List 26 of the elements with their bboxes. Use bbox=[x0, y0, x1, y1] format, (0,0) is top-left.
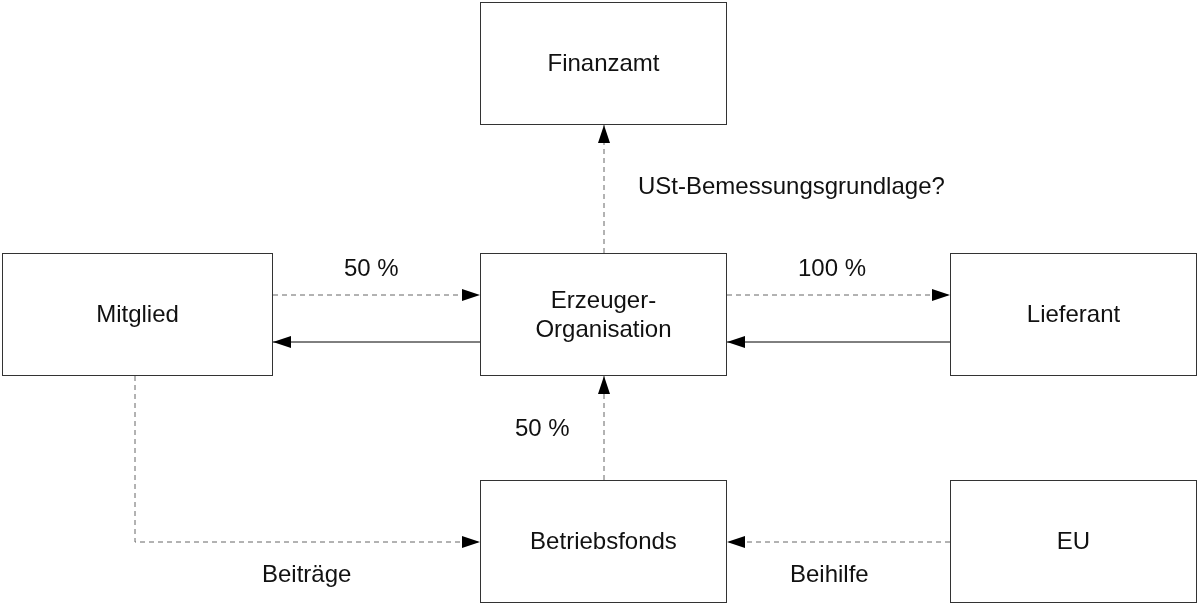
arrow bbox=[726, 289, 951, 301]
edge-label: 50 % bbox=[515, 414, 570, 442]
box-label: EU bbox=[1056, 527, 1091, 556]
box-label: Mitglied bbox=[96, 300, 179, 329]
edge-label: 50 % bbox=[344, 254, 399, 282]
process-box bbox=[950, 253, 1197, 376]
edge-label: Beiträge bbox=[262, 560, 352, 588]
edge-label: 100 % bbox=[798, 254, 867, 282]
edge-label: USt-Bemessungsgrundlage? bbox=[638, 172, 945, 200]
arrow bbox=[598, 124, 610, 254]
arrow bbox=[726, 536, 951, 548]
box-label: Finanzamt bbox=[547, 49, 660, 78]
arrow bbox=[272, 336, 481, 348]
arrow bbox=[272, 289, 481, 301]
arrow bbox=[726, 336, 951, 348]
box-label: Lieferant bbox=[1026, 300, 1121, 329]
box-label: Betriebsfonds bbox=[530, 527, 677, 556]
arrow bbox=[134, 375, 481, 548]
process-box bbox=[950, 480, 1197, 603]
process-box bbox=[2, 253, 273, 376]
arrow bbox=[598, 375, 610, 481]
edge-label: Beihilfe bbox=[790, 560, 869, 588]
box-label: Erzeuger-Organisation bbox=[534, 285, 673, 344]
process-box bbox=[480, 2, 727, 125]
process-box bbox=[480, 253, 727, 376]
process-box bbox=[480, 480, 727, 603]
